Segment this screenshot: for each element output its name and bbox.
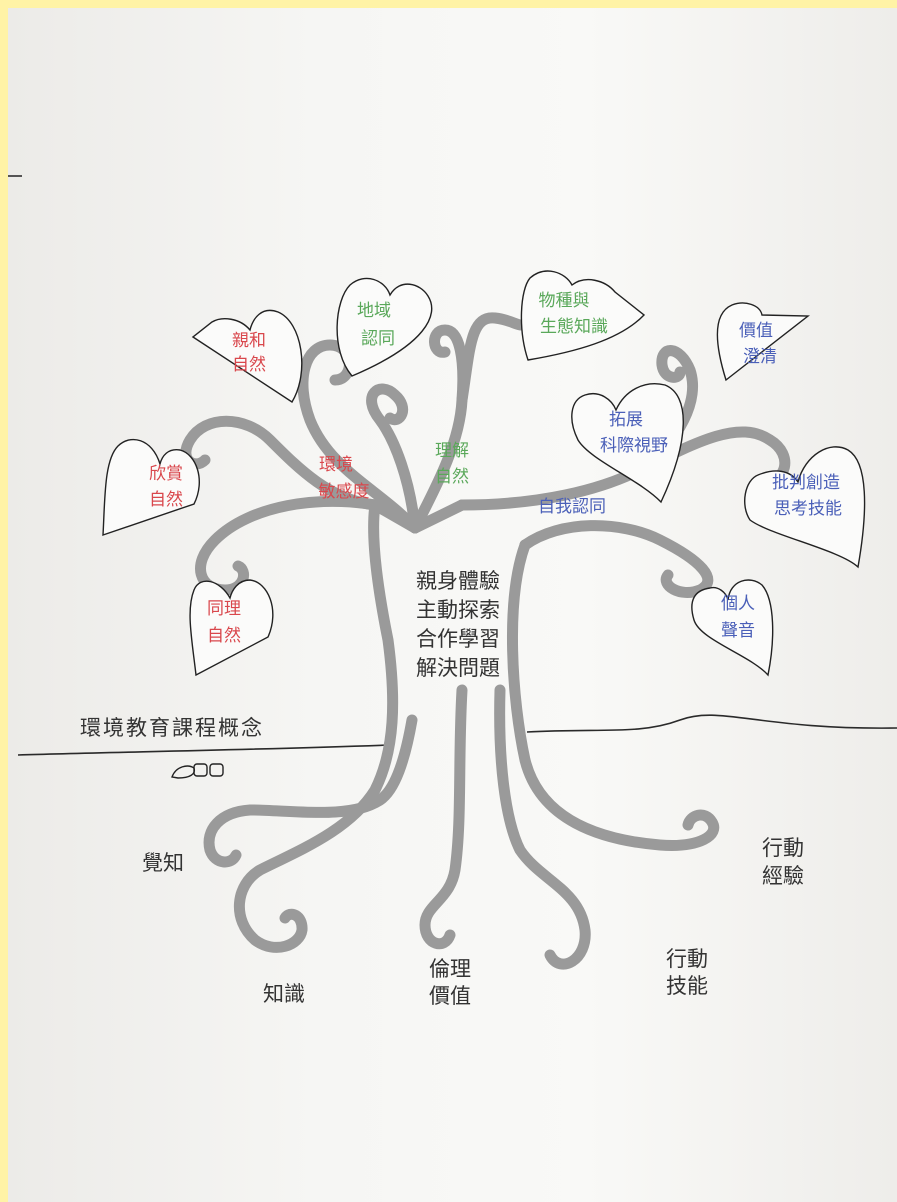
root-xingdong-jineng-line1: 行動	[666, 947, 708, 971]
heart-diyu	[336, 277, 433, 377]
ziwo-label: 自我認同	[538, 497, 606, 517]
heart-pipan	[744, 446, 866, 569]
qinhe-line1: 親和	[232, 331, 266, 351]
trunk-line2: 主動探索	[416, 598, 500, 622]
wuzhong-line2: 生態知識	[540, 317, 608, 337]
tongli-line2: 自然	[207, 626, 241, 646]
lijie-line1: 理解	[435, 441, 469, 461]
root-juezhi: 覺知	[142, 851, 184, 875]
tuozhan-line1: 拓展	[609, 410, 643, 430]
heart-wuzhong	[520, 270, 646, 361]
pipan-line1: 批判創造	[772, 473, 840, 493]
geren-line2: 聲音	[721, 621, 755, 641]
heart-qinhe	[191, 309, 303, 403]
root-xingdong-jingyan-line1: 行動	[762, 836, 804, 860]
heart-xinshang	[102, 438, 200, 536]
heart-geren	[691, 579, 774, 677]
root-xingdong-jineng-line2: 技能	[666, 974, 708, 998]
trunk-line3: 合作學習	[416, 627, 500, 651]
xinshang-line1: 欣賞	[149, 464, 183, 484]
pipan-line2: 思考技能	[774, 499, 842, 519]
jiazhi-line2: 澄清	[743, 347, 777, 367]
tree-diagram: 親和 自然 欣賞 自然 同理 自然 環境 敏感度 地域 認同 物種與 生態知識 …	[8, 175, 897, 1008]
wuzhong-line1: 物種與	[539, 291, 590, 311]
diyu-line2: 認同	[361, 329, 395, 349]
xinshang-line2: 自然	[149, 490, 183, 510]
root-lunli-line2: 價值	[429, 984, 471, 1008]
trunk-line4: 解決問題	[416, 656, 500, 680]
ground-line	[17, 714, 897, 756]
heart-jiazhi	[716, 302, 810, 382]
root-zhishi: 知識	[263, 982, 305, 1006]
trunk-line1: 親身體驗	[416, 569, 500, 593]
qinhe-line2: 自然	[232, 355, 266, 375]
tree-branches	[180, 312, 791, 970]
huanjing-line1: 環境	[319, 455, 353, 475]
heart-tongli	[189, 579, 274, 677]
diyu-line1: 地域	[357, 301, 391, 321]
diagram-title: 環境教育課程概念	[80, 716, 264, 740]
root-lunli-line1: 倫理	[429, 957, 471, 981]
tongli-line1: 同理	[207, 599, 241, 619]
root-xingdong-jingyan-line2: 經驗	[762, 864, 804, 888]
geren-line1: 個人	[721, 594, 755, 614]
lijie-line2: 自然	[435, 467, 469, 487]
jiazhi-line1: 價值	[739, 321, 773, 341]
photo-frame: 親和 自然 欣賞 自然 同理 自然 環境 敏感度 地域 認同 物種與 生態知識 …	[8, 8, 897, 1202]
heart-tuozhan	[571, 383, 684, 504]
huanjing-line2: 敏感度	[319, 482, 370, 502]
pebbles-icon	[171, 763, 224, 779]
tuozhan-line2: 科際視野	[600, 436, 668, 456]
